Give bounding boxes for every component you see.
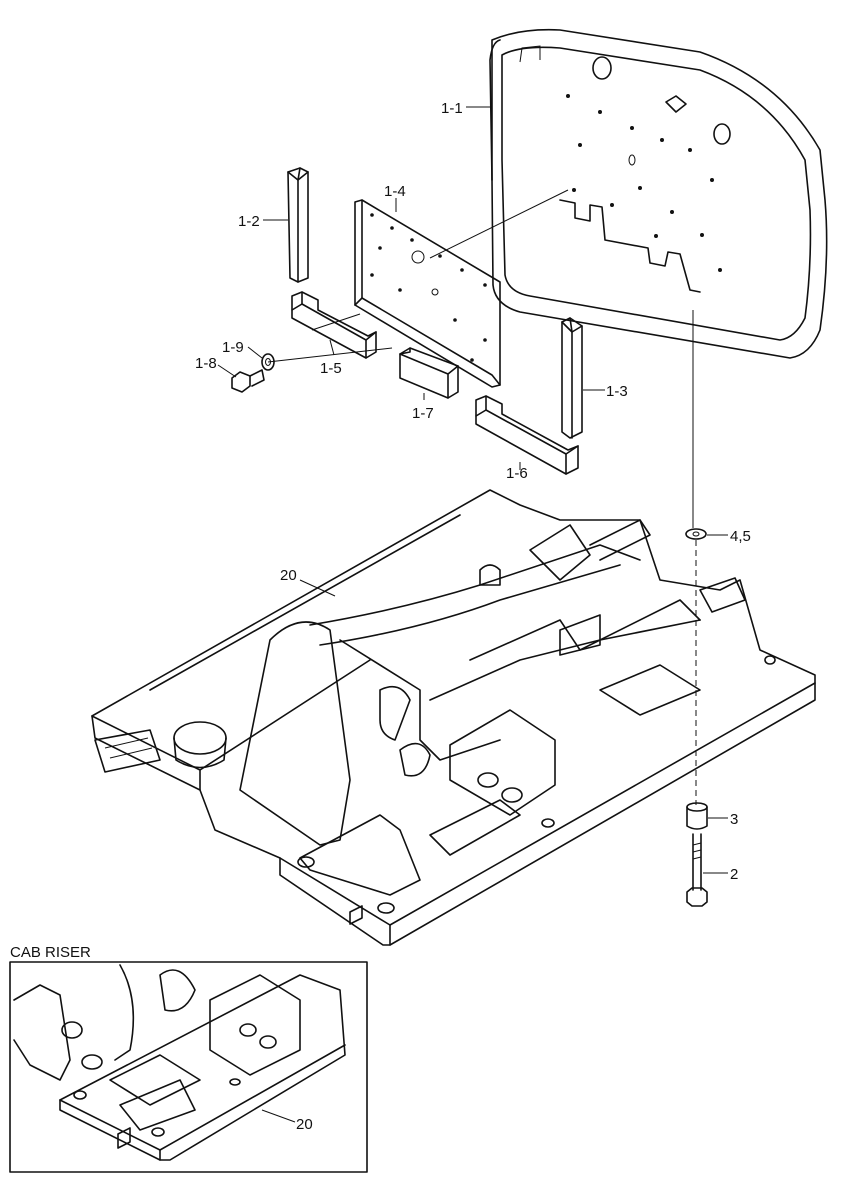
stack-fasteners-part — [685, 310, 708, 907]
callout-1-5: 1-5 — [320, 360, 342, 377]
inset-title: CAB RISER — [10, 944, 91, 961]
callout-1-7: 1-7 — [412, 405, 434, 422]
counterweight-part — [489, 28, 828, 359]
mounting-plate-part — [354, 199, 501, 388]
callout-1-2: 1-2 — [238, 213, 260, 230]
bracket-right-part — [475, 395, 579, 475]
callout-3: 3 — [730, 811, 738, 828]
callout-1-8: 1-8 — [195, 355, 217, 372]
callout-1-3: 1-3 — [606, 383, 628, 400]
inset-drawing — [13, 964, 346, 1161]
callout-4-5: 4,5 — [730, 528, 751, 545]
leader-lines — [217, 106, 728, 1123]
callout-1-1: 1-1 — [441, 100, 463, 117]
block-part — [399, 347, 459, 399]
bolt-washer-part — [231, 353, 275, 393]
callout-1-6: 1-6 — [506, 465, 528, 482]
upper-frame-part — [91, 489, 816, 946]
callout-1-4: 1-4 — [384, 183, 406, 200]
spacer-bar-right-part — [561, 317, 583, 439]
callout-2: 2 — [730, 866, 738, 883]
callout-1-9: 1-9 — [222, 339, 244, 356]
bracket-left-part — [291, 291, 377, 359]
spacer-bar-left-part — [287, 167, 309, 283]
callout-20-inset: 20 — [296, 1116, 313, 1133]
inset-frame — [9, 961, 368, 1173]
callout-20: 20 — [280, 567, 297, 584]
